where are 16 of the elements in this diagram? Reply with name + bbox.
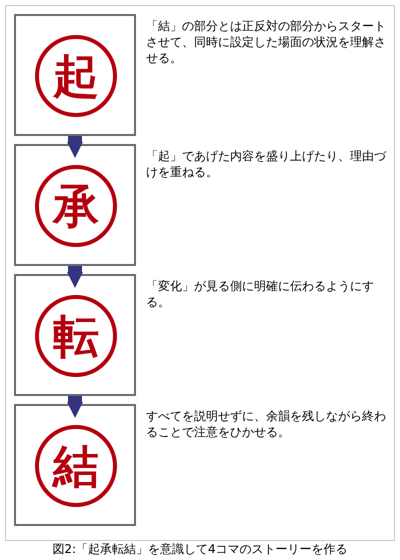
panel-box: [14, 14, 136, 136]
panel-box: [14, 144, 136, 266]
panel-box: [14, 404, 136, 526]
arrow: [67, 396, 83, 418]
panel-box: [14, 274, 136, 396]
arrow: [67, 266, 83, 288]
kanji-circle: 結: [35, 425, 117, 507]
arrow: [67, 136, 83, 158]
description-text: 「変化」が見る側に明確に伝わるようにする。: [146, 278, 375, 310]
description-text: すべてを説明せずに、余韻を残しながら終わることで注意をひかせる。: [146, 408, 386, 440]
kanji-circle: 起: [35, 35, 117, 117]
description-text: 「起」であげた内容を盛り上げたり、理由づけを重ねる。: [146, 148, 386, 180]
caption: 図2:「起承転結」を意識して4コマのストーリーを作る: [51, 541, 349, 558]
kanji-circle: 転: [35, 295, 117, 377]
kanji-circle: 承: [35, 165, 117, 247]
description-text: 「結」の部分とは正反対の部分からスタートさせて、同時に設定した場面の状況を理解させる。: [146, 18, 386, 66]
